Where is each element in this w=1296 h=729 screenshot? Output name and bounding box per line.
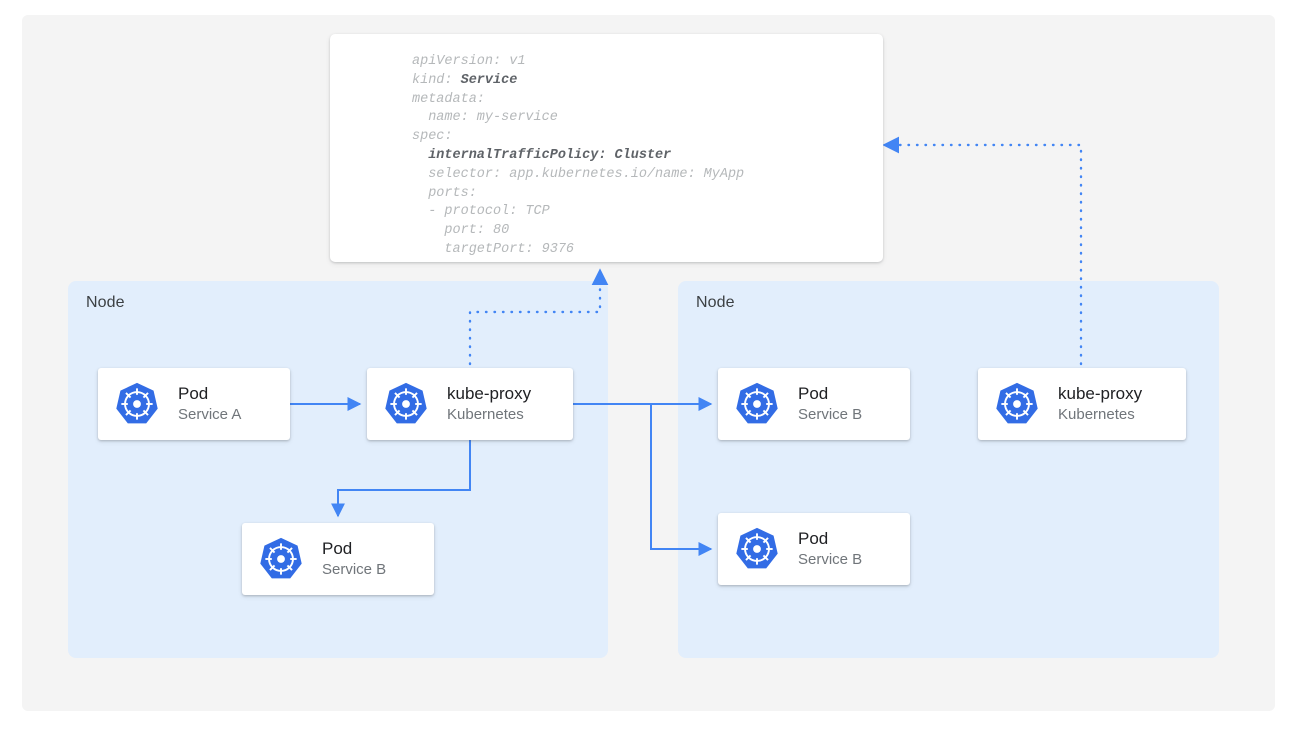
card-kube-proxy-right-subtitle: Kubernetes: [1058, 405, 1135, 423]
yaml-line-kind-value: Service: [460, 72, 518, 88]
card-pod-a[interactable]: Pod Service A: [98, 368, 290, 440]
yaml-line-name: name: my-service: [412, 110, 558, 126]
card-pod-b-bottom-subtitle: Service B: [798, 550, 863, 568]
kubernetes-logo-icon: [996, 382, 1038, 424]
card-kube-proxy-left-title: kube-proxy: [447, 383, 532, 403]
card-kube-proxy-right-text: kube-proxy Kubernetes: [1058, 384, 1142, 424]
card-pod-b-top-subtitle: Service B: [798, 405, 863, 423]
yaml-line-port: port: 80: [412, 223, 510, 239]
yaml-line-selector: selector: app.kubernetes.io/name: MyApp: [412, 166, 745, 182]
yaml-line-targetport: targetPort: 9376: [412, 241, 575, 257]
yaml-line-ports: ports:: [412, 185, 477, 201]
card-pod-b-left[interactable]: Pod Service B: [242, 523, 434, 595]
yaml-line-spec: spec:: [412, 129, 453, 145]
card-pod-b-left-subtitle: Service B: [322, 560, 387, 578]
service-manifest-panel: apiVersion: v1 kind: Service metadata: n…: [330, 34, 883, 262]
service-manifest-code: apiVersion: v1 kind: Service metadata: n…: [412, 53, 744, 260]
yaml-line-metadata: metadata:: [412, 91, 485, 107]
card-pod-b-bottom-title: Pod: [798, 528, 829, 548]
card-pod-a-text: Pod Service A: [178, 384, 241, 424]
card-kube-proxy-left[interactable]: kube-proxy Kubernetes: [367, 368, 573, 440]
node-left-label: Node: [86, 294, 125, 311]
kubernetes-logo-icon: [385, 382, 427, 424]
card-kube-proxy-left-subtitle: Kubernetes: [447, 405, 524, 423]
card-kube-proxy-left-text: kube-proxy Kubernetes: [447, 384, 531, 424]
card-pod-a-subtitle: Service A: [178, 405, 242, 423]
card-pod-b-bottom-text: Pod Service B: [798, 529, 862, 569]
kubernetes-logo-icon: [260, 537, 302, 579]
card-pod-b-left-text: Pod Service B: [322, 539, 386, 579]
card-pod-a-title: Pod: [178, 383, 209, 403]
card-kube-proxy-right-title: kube-proxy: [1058, 383, 1143, 403]
node-group-left: Node: [68, 281, 608, 658]
kubernetes-logo-icon: [736, 382, 778, 424]
node-right-label: Node: [696, 294, 735, 311]
kubernetes-logo-icon: [116, 382, 158, 424]
card-pod-b-top-text: Pod Service B: [798, 384, 862, 424]
kubernetes-logo-icon: [736, 527, 778, 569]
card-pod-b-left-title: Pod: [322, 538, 353, 558]
card-pod-b-top-title: Pod: [798, 383, 829, 403]
card-kube-proxy-right[interactable]: kube-proxy Kubernetes: [978, 368, 1186, 440]
card-pod-b-bottom[interactable]: Pod Service B: [718, 513, 910, 585]
node-group-right: Node: [678, 281, 1219, 658]
yaml-line-protocol: - protocol: TCP: [412, 204, 550, 220]
yaml-line-kind-key: kind:: [412, 72, 461, 88]
card-pod-b-top[interactable]: Pod Service B: [718, 368, 910, 440]
yaml-line-internal-traffic-policy: internalTrafficPolicy: Cluster: [412, 147, 672, 163]
yaml-line-apiversion: apiVersion: v1: [412, 54, 526, 69]
